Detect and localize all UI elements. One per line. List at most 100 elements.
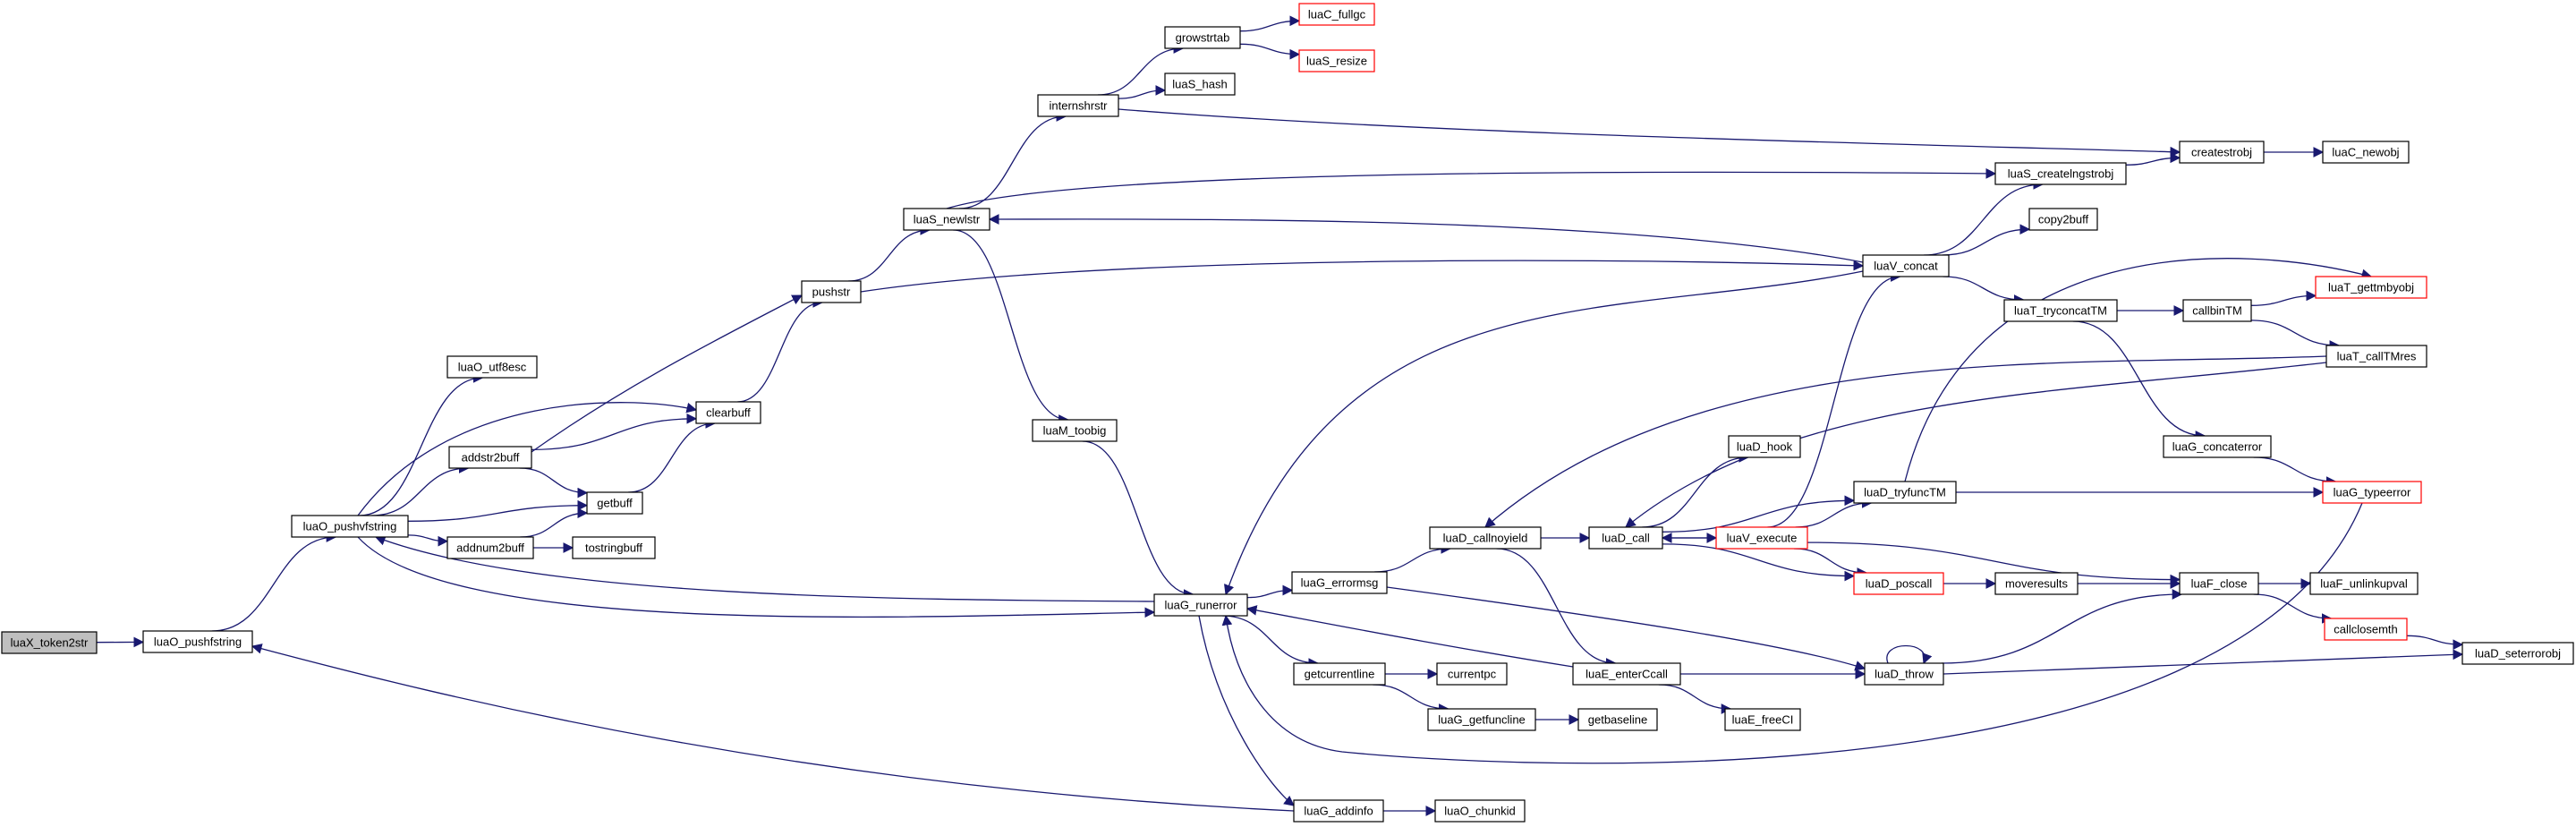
edge-luaO_pushvfstring-to-addnum2buff <box>407 534 449 547</box>
node-label: copy2buff <box>2038 213 2089 226</box>
node-clearbuff[interactable]: clearbuff <box>695 401 761 424</box>
node-currentpc[interactable]: currentpc <box>1436 662 1508 686</box>
node-luaG_typeerror[interactable]: luaG_typeerror <box>2322 481 2422 504</box>
node-luaE_freeCI[interactable]: luaE_freeCI <box>1724 708 1801 731</box>
node-label: luaM_toobig <box>1043 424 1107 438</box>
node-luaE_enterCcall[interactable]: luaE_enterCcall <box>1572 662 1681 686</box>
node-luaD_callnoyield[interactable]: luaD_callnoyield <box>1429 526 1542 550</box>
edge-getbuff-to-clearbuff <box>628 418 717 493</box>
edge-luaO_pushfstring-to-luaO_pushvfstring <box>211 532 337 632</box>
node-label: addnum2buff <box>456 541 524 555</box>
node-luaF_close[interactable]: luaF_close <box>2179 572 2259 595</box>
node-label: callbinTM <box>2192 304 2242 318</box>
node-luaM_toobig[interactable]: luaM_toobig <box>1032 419 1118 442</box>
node-luaO_chunkid[interactable]: luaO_chunkid <box>1434 799 1526 823</box>
node-luaG_addinfo[interactable]: luaG_addinfo <box>1293 799 1384 823</box>
node-box <box>142 630 253 653</box>
node-luaD_hook[interactable]: luaD_hook <box>1728 435 1801 458</box>
edge-luaD_call-to-luaD_tryfuncTM <box>1662 495 1856 533</box>
node-callclosemth[interactable]: callclosemth <box>2324 618 2408 641</box>
node-box <box>1164 72 1236 96</box>
node-luaD_poscall[interactable]: luaD_poscall <box>1853 572 1944 595</box>
edge-addstr2buff-to-pushstr <box>531 294 803 453</box>
node-luaG_concaterror[interactable]: luaG_concaterror <box>2163 435 2272 458</box>
node-luaD_throw[interactable]: luaD_throw <box>1864 662 1944 686</box>
node-tostringbuff[interactable]: tostringbuff <box>572 536 656 559</box>
node-internshrstr[interactable]: internshrstr <box>1037 94 1119 117</box>
node-box <box>801 280 862 303</box>
edge-luaT_callTMres-to-luaD_call <box>1625 362 2327 528</box>
node-luaG_runerror[interactable]: luaG_runerror <box>1153 593 1248 617</box>
node-luaS_resize[interactable]: luaS_resize <box>1298 49 1375 72</box>
node-luaT_tryconcatTM[interactable]: luaT_tryconcatTM <box>2003 299 2118 322</box>
node-luaC_newobj[interactable]: luaC_newobj <box>2322 141 2410 164</box>
node-luaO_utf8esc[interactable]: luaO_utf8esc <box>446 355 538 379</box>
edge-luaG_runerror-to-getcurrentline <box>1222 615 1319 669</box>
edge-luaS_newlstr-to-luaM_toobig <box>953 229 1069 425</box>
node-box <box>1994 572 2079 595</box>
node-getbuff[interactable]: getbuff <box>586 491 643 515</box>
edge-luaO_pushvfstring-to-luaO_utf8esc <box>359 372 484 516</box>
node-luaT_callTMres[interactable]: luaT_callTMres <box>2325 345 2427 368</box>
node-label: pushstr <box>812 286 851 299</box>
node-label: luaC_fullgc <box>1308 8 1366 21</box>
node-box <box>1436 662 1508 686</box>
node-growstrtab[interactable]: growstrtab <box>1164 26 1241 49</box>
node-callbinTM[interactable]: callbinTM <box>2182 299 2252 322</box>
node-label: luaE_enterCcall <box>1586 668 1668 681</box>
node-label: luaE_freeCI <box>1732 713 1794 727</box>
edge-luaG_errormsg-to-luaD_throw <box>1386 586 1866 671</box>
edge-luaG_errormsg-to-luaD_callnoyield <box>1374 543 1452 573</box>
node-addstr2buff[interactable]: addstr2buff <box>448 446 532 469</box>
node-luaT_gettmbyobj[interactable]: luaT_gettmbyobj <box>2315 276 2427 299</box>
node-luaO_pushfstring[interactable]: luaO_pushfstring <box>142 630 253 653</box>
node-box <box>1153 593 1248 617</box>
node-box <box>2028 208 2098 231</box>
node-luaD_call[interactable]: luaD_call <box>1588 526 1663 550</box>
node-label: luaG_typeerror <box>2334 486 2411 499</box>
edge-luaE_enterCcall-to-luaE_freeCI <box>1658 684 1732 714</box>
node-box <box>695 401 761 424</box>
edge-clearbuff-to-pushstr <box>737 297 823 403</box>
node-luaS_newlstr[interactable]: luaS_newlstr <box>903 208 990 231</box>
node-addnum2buff[interactable]: addnum2buff <box>446 536 534 559</box>
node-label: luaX_token2str <box>11 636 89 650</box>
node-luaD_seterrorobj[interactable]: luaD_seterrorobj <box>2461 642 2574 665</box>
edge-addstr2buff-to-clearbuff <box>531 413 698 451</box>
node-luaV_execute[interactable]: luaV_execute <box>1715 526 1808 550</box>
node-label: createstrobj <box>2191 146 2252 159</box>
node-label: luaF_unlinkupval <box>2320 577 2408 591</box>
node-label: luaV_concat <box>1874 260 1938 273</box>
node-pushstr[interactable]: pushstr <box>801 280 862 303</box>
edge-growstrtab-to-luaC_fullgc <box>1239 15 1301 32</box>
node-luaV_concat[interactable]: luaV_concat <box>1862 254 1950 277</box>
node-moveresults[interactable]: moveresults <box>1994 572 2079 595</box>
node-luaC_fullgc[interactable]: luaC_fullgc <box>1298 3 1375 26</box>
node-createstrobj[interactable]: createstrobj <box>2179 141 2265 164</box>
node-label: callclosemth <box>2334 623 2398 636</box>
node-luaS_createlngstrobj[interactable]: luaS_createlngstrobj <box>1994 162 2127 185</box>
node-box <box>446 355 538 379</box>
node-box <box>1291 571 1388 594</box>
node-label: getcurrentline <box>1305 668 1375 681</box>
node-label: moveresults <box>2005 577 2069 591</box>
node-luaG_getfuncline[interactable]: luaG_getfuncline <box>1427 708 1536 731</box>
node-luaD_tryfuncTM[interactable]: luaD_tryfuncTM <box>1853 481 1957 504</box>
node-luaG_errormsg[interactable]: luaG_errormsg <box>1291 571 1388 594</box>
node-label: luaG_addinfo <box>1304 805 1373 818</box>
node-copy2buff[interactable]: copy2buff <box>2028 208 2098 231</box>
edge-luaS_newlstr-to-luaS_createlngstrobj <box>946 168 1997 209</box>
node-label: luaD_tryfuncTM <box>1864 486 1946 499</box>
node-getbaseline[interactable]: getbaseline <box>1577 708 1658 731</box>
node-label: luaS_hash <box>1172 78 1227 91</box>
edge-luaV_concat-to-luaG_runerror <box>1224 270 1864 596</box>
node-label: luaF_close <box>2191 577 2248 591</box>
node-label: luaO_chunkid <box>1444 805 1516 818</box>
node-luaO_pushvfstring[interactable]: luaO_pushvfstring <box>291 515 409 538</box>
node-label: luaO_pushfstring <box>154 635 242 649</box>
node-getcurrentline[interactable]: getcurrentline <box>1293 662 1386 686</box>
node-luaF_unlinkupval[interactable]: luaF_unlinkupval <box>2309 572 2419 595</box>
node-luaS_hash[interactable]: luaS_hash <box>1164 72 1236 96</box>
edge-addnum2buff-to-getbuff <box>520 507 589 538</box>
edge-luaD_tryfuncTM-to-luaT_gettmbyobj <box>1904 258 2373 482</box>
